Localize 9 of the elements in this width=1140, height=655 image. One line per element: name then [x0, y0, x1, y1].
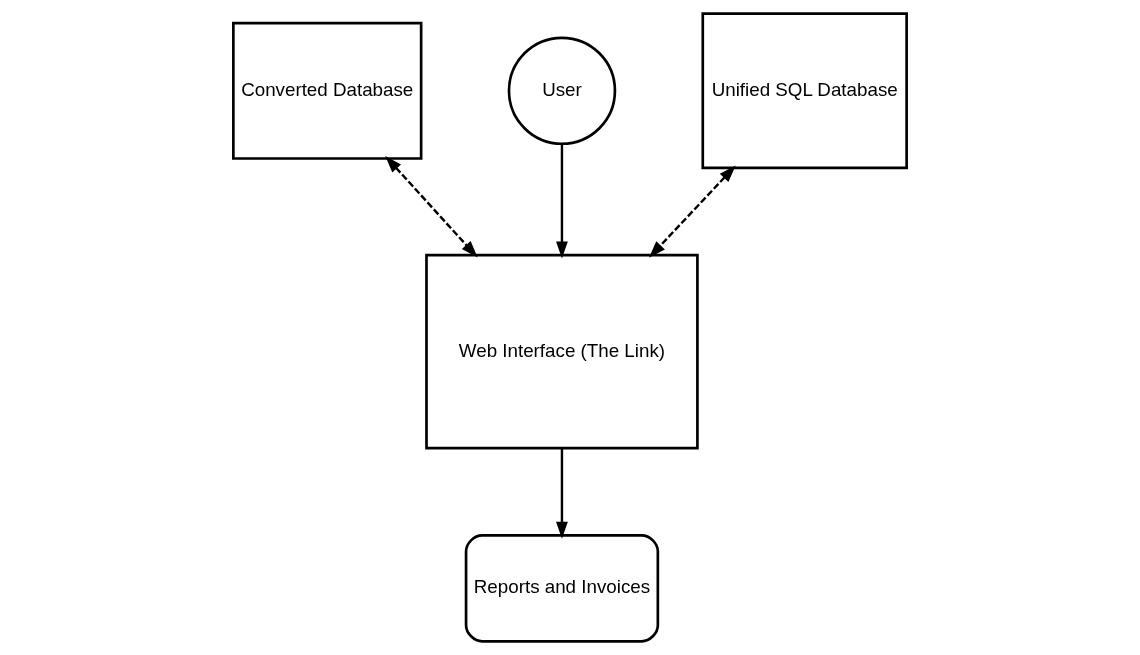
- arrow: [556, 144, 568, 259]
- node-box: Web Interface (The Link): [425, 253, 699, 450]
- arrow: [385, 155, 478, 258]
- node-box: Converted Database: [232, 21, 423, 160]
- arrow: [649, 165, 736, 258]
- node-box: Reports and Invoices: [464, 534, 660, 643]
- arrow: [556, 448, 568, 539]
- node-box: Unified SQL Database: [701, 12, 908, 170]
- node-circle: User: [507, 36, 617, 146]
